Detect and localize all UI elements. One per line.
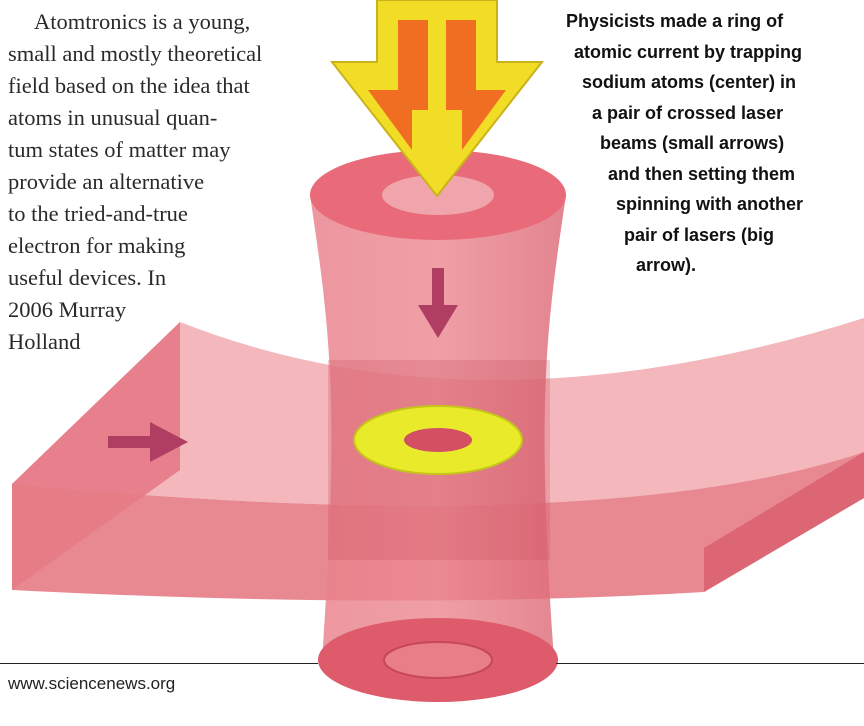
footer-url: www.sciencenews.org bbox=[8, 674, 175, 694]
figure-caption: Physicists made a ring of atomic current… bbox=[520, 6, 864, 281]
article-line: field based on the idea that bbox=[8, 70, 262, 102]
article-line: to the tried-and-true bbox=[8, 198, 262, 230]
caption-line: beams (small arrows) bbox=[520, 128, 864, 159]
caption-line: arrow). bbox=[520, 250, 864, 281]
article-line: tum states of matter may bbox=[8, 134, 262, 166]
cylinder-bottom-hole bbox=[384, 642, 492, 678]
atom-ring-icon bbox=[354, 406, 522, 474]
article-line: atoms in unusual quan- bbox=[8, 102, 262, 134]
caption-line: atomic current by trapping bbox=[520, 37, 864, 68]
caption-line: sodium atoms (center) in bbox=[520, 67, 864, 98]
article-line: 2006 Murray bbox=[8, 294, 262, 326]
article-line: Atomtronics is a young, bbox=[8, 6, 262, 38]
article-line: Holland bbox=[8, 326, 262, 358]
footer-divider bbox=[556, 663, 864, 664]
article-line: provide an alternative bbox=[8, 166, 262, 198]
footer-divider bbox=[0, 663, 318, 664]
article-line: useful devices. In bbox=[8, 262, 262, 294]
caption-line: and then setting them bbox=[520, 159, 864, 190]
caption-line: Physicists made a ring of bbox=[520, 6, 864, 37]
caption-line: pair of lasers (big bbox=[520, 220, 864, 251]
article-text: Atomtronics is a young, small and mostly… bbox=[8, 6, 262, 358]
caption-line: a pair of crossed laser bbox=[520, 98, 864, 129]
caption-line: spinning with another bbox=[520, 189, 864, 220]
article-line: small and mostly theoretical bbox=[8, 38, 262, 70]
article-line: electron for making bbox=[8, 230, 262, 262]
